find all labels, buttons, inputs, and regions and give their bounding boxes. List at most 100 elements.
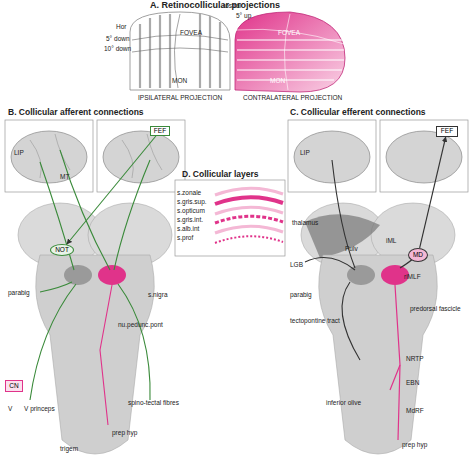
sulci	[30, 134, 162, 178]
anatomy-label: CONTRALATERAL PROJECTION	[243, 95, 342, 102]
collicular-layers	[215, 188, 283, 243]
layer-band	[215, 197, 283, 204]
anatomy-label: s.gris.sup.	[177, 199, 207, 206]
stripe	[219, 22, 221, 88]
anatomy-label: NRTP	[406, 356, 424, 363]
efferent-fibre	[305, 258, 355, 271]
projection-connector	[420, 137, 446, 248]
layer-band	[215, 188, 283, 195]
anatomy-label: predorsal fascicle	[410, 306, 461, 313]
isoline	[174, 14, 180, 88]
anatomy-label: s.prof	[177, 235, 193, 242]
anatomy-label: tectopontine tract	[290, 318, 340, 325]
node-text: NOT	[55, 247, 69, 254]
nigral-fibre	[100, 285, 112, 425]
nucleus-ellipse: MD	[408, 248, 428, 262]
anatomy-label: MON	[270, 78, 285, 85]
node-text: CN	[9, 383, 18, 390]
contralateral-stripes	[237, 40, 344, 80]
anatomy-label: prep hyp	[402, 442, 427, 449]
cortex-frame	[5, 120, 93, 192]
sulcus	[55, 134, 70, 170]
sulcus	[122, 140, 133, 178]
area-box: FEF	[436, 126, 458, 137]
afferent-fibre	[30, 284, 76, 400]
layer-band	[215, 216, 283, 223]
stripe	[237, 59, 344, 60]
anatomy-label: LGB	[290, 262, 303, 269]
node-text: FEF	[441, 128, 453, 135]
afferent-fibre	[40, 282, 72, 292]
stripe	[149, 18, 151, 88]
anatomy-label: LIP	[300, 150, 310, 157]
anatomy-label: V princeps	[24, 406, 55, 413]
brainstem	[36, 255, 154, 454]
stripe	[237, 39, 343, 40]
sulcus	[147, 134, 162, 170]
stripe	[237, 69, 342, 70]
anatomy-label: B. Collicular afferent connections	[8, 108, 144, 117]
anatomy-label: 5° up	[236, 13, 251, 20]
node-text: MD	[413, 252, 423, 259]
anatomy-label: prep hyp	[112, 430, 137, 437]
afferent-fibres	[30, 150, 150, 400]
anatomy-label: spino-tectal fibres	[128, 400, 179, 407]
afferent-fibre	[118, 284, 150, 400]
ipsilateral-map	[130, 12, 230, 90]
anatomy-label: s.zonale	[177, 190, 201, 197]
anatomy-label: thalamus	[292, 220, 318, 227]
anatomy-label: Hor	[116, 24, 126, 31]
projection-connector	[67, 136, 156, 244]
area-box: FEF	[150, 126, 170, 136]
layers-frame	[175, 180, 285, 256]
anatomy-label: FOVEA	[278, 30, 300, 37]
anatomy-label: rostral	[223, 3, 241, 10]
anatomy-label: trigem	[60, 446, 78, 453]
cortex-frame	[380, 120, 468, 192]
nucleus-ellipse: NOT	[50, 244, 74, 256]
anatomy-label: nu.pedunc.pont	[118, 322, 163, 329]
isoline	[236, 29, 344, 44]
efferent-fibre	[342, 282, 360, 360]
isoline	[284, 14, 290, 90]
afferent-fibre	[40, 162, 74, 270]
isoline	[132, 48, 228, 52]
superior-colliculus	[64, 265, 92, 285]
layer-band	[215, 226, 283, 233]
anatomy-label: V	[8, 406, 12, 413]
area-box: CN	[5, 380, 23, 392]
anatomy-label: MON	[172, 78, 187, 85]
anatomy-label: LIP	[14, 150, 24, 157]
predorsal-fibre	[390, 365, 400, 390]
anatomy-label: Pulv	[345, 246, 358, 253]
anatomy-label: parabig	[8, 290, 30, 297]
afferent-fibre	[114, 160, 150, 270]
efferent-fibres	[305, 160, 416, 360]
anatomy-label: IPSILATERAL PROJECTION	[138, 95, 222, 102]
cortex-frame	[288, 120, 376, 192]
stripe	[139, 24, 141, 88]
cortex-hemisphere	[294, 131, 370, 183]
predorsal-fibres	[390, 285, 400, 440]
contralateral-isolines	[236, 14, 344, 90]
stripe	[237, 49, 344, 50]
contralateral-map	[235, 12, 345, 92]
superior-colliculus	[347, 265, 375, 285]
anatomy-label: s.opticum	[177, 208, 205, 215]
stripe	[159, 15, 161, 88]
anatomy-label: A. Retinocollicular projections	[150, 1, 280, 10]
cortex-hemisphere	[386, 131, 462, 183]
stripe	[199, 14, 201, 88]
anatomy-label: s.alb.int	[177, 226, 199, 233]
layer-band	[215, 207, 283, 214]
anatomy-label: 10° down	[104, 46, 131, 53]
layer-band	[215, 236, 283, 243]
cortex-hemisphere	[11, 131, 87, 183]
anatomy-label: MT	[60, 174, 69, 181]
anatomy-label: riMLF	[404, 274, 421, 281]
anatomy-label: s.gris.int.	[177, 217, 203, 224]
anatomy-label: D. Collicular layers	[182, 170, 259, 179]
